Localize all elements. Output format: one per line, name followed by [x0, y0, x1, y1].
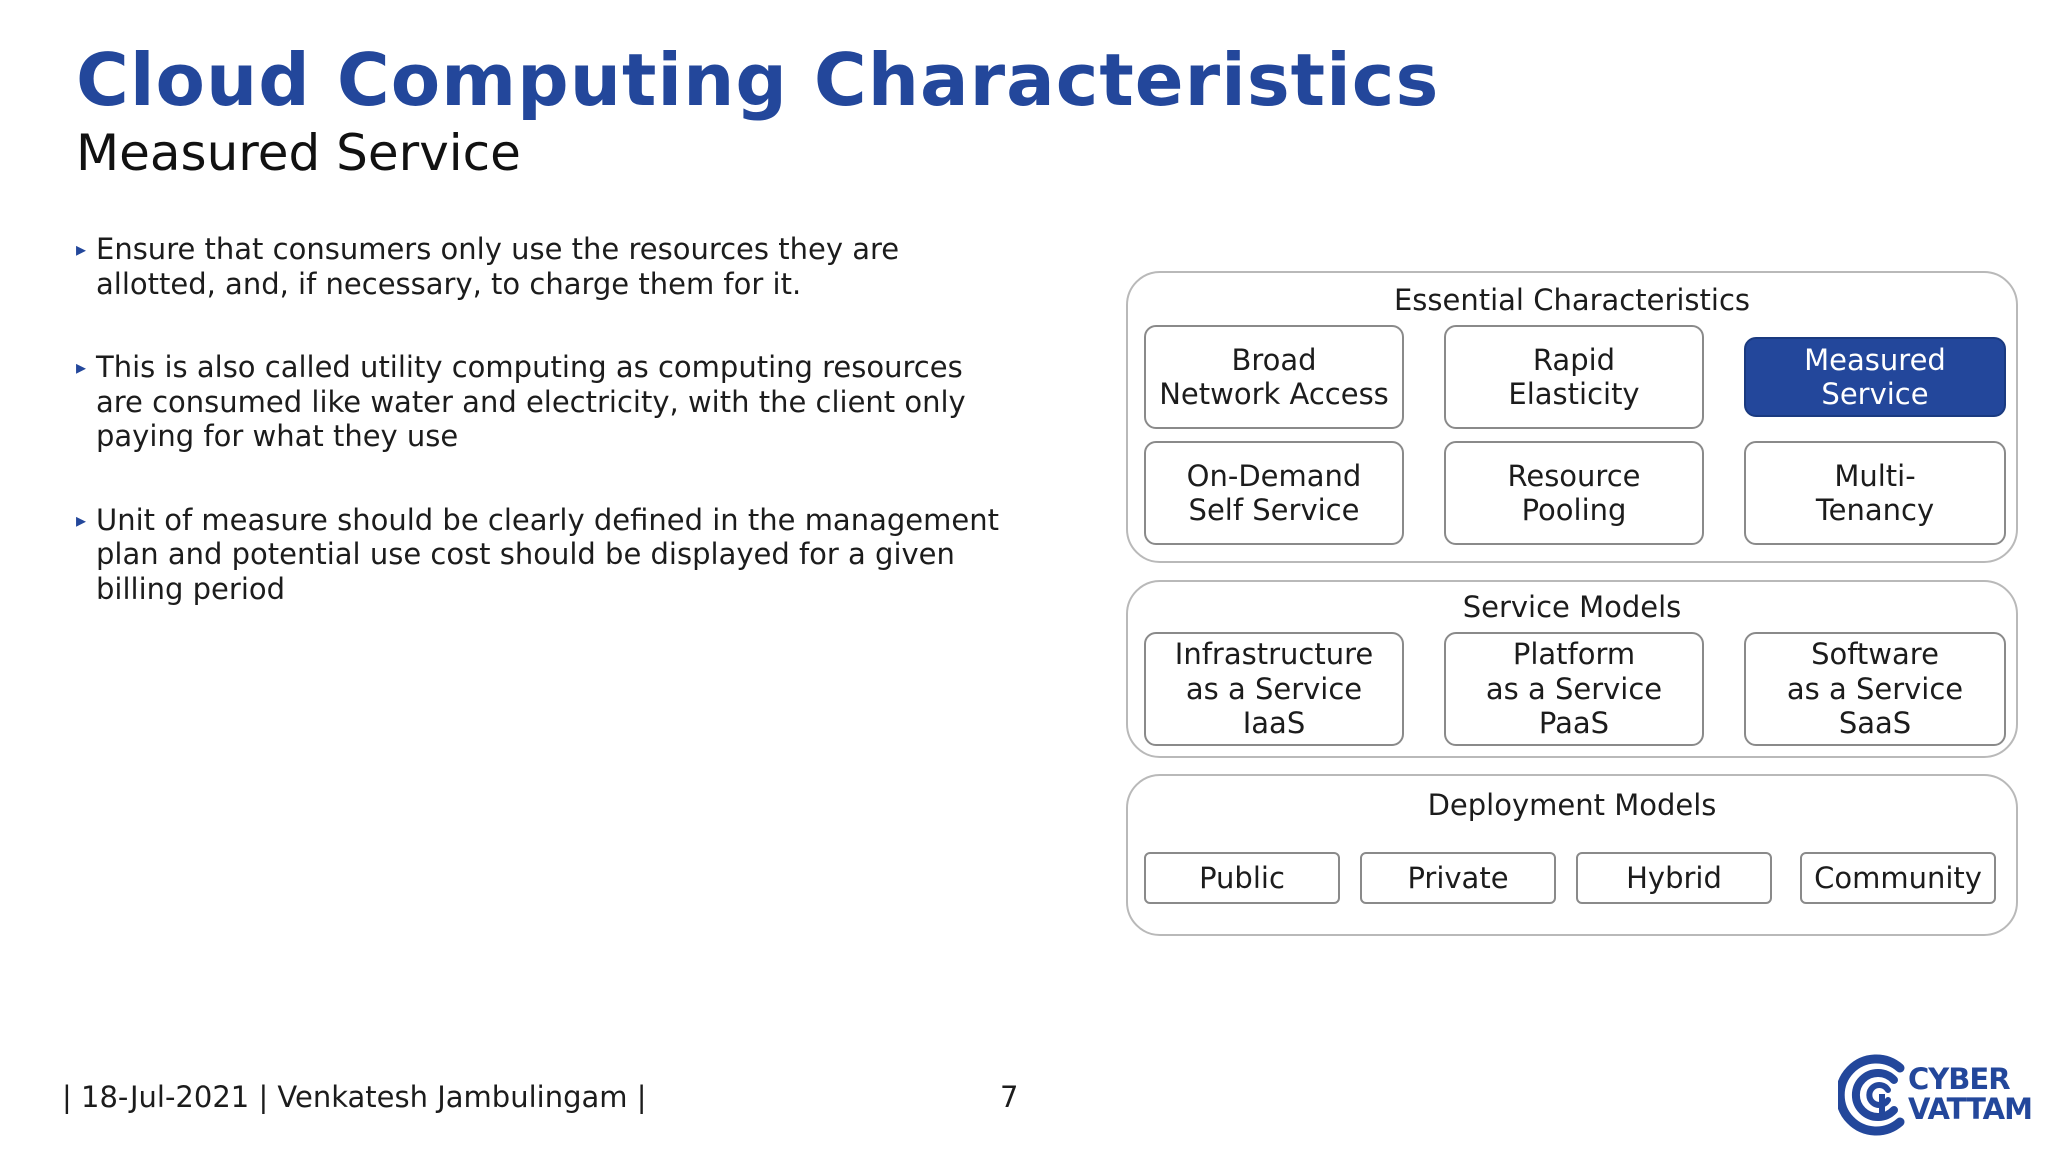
- deployment-community-box: Community: [1800, 852, 1996, 904]
- triangle-bullet-icon: ▸: [76, 237, 87, 261]
- broad-network-access-box: Broad Network Access: [1144, 325, 1404, 429]
- bullet-line: allotted, and, if necessary, to charge t…: [96, 266, 802, 301]
- triangle-bullet-icon: ▸: [76, 355, 87, 379]
- paas-box: Platform as a Service PaaS: [1444, 632, 1704, 746]
- on-demand-self-service-box: On-Demand Self Service: [1144, 441, 1404, 545]
- box-line: as a Service: [1786, 671, 1964, 706]
- box-line: Infrastructure: [1174, 637, 1374, 672]
- box-line: Elasticity: [1508, 377, 1640, 411]
- deployment-hybrid-box: Hybrid: [1576, 852, 1772, 904]
- panel-title: Service Models: [1462, 590, 1682, 624]
- bullet-line: This is also called utility computing as…: [96, 350, 963, 384]
- box-line: Measured: [1804, 342, 1946, 377]
- saas-box: Software as a Service SaaS: [1744, 632, 2006, 746]
- footer-text: | 18-Jul-2021 | Venkatesh Jambulingam |: [62, 1080, 647, 1114]
- box-line: Resource: [1507, 458, 1641, 493]
- box-line: On-Demand: [1186, 458, 1362, 493]
- box-line: Pooling: [1521, 493, 1627, 527]
- box-line: PaaS: [1538, 706, 1610, 741]
- box-line: Multi-: [1834, 458, 1916, 493]
- bullet-line: Ensure that consumers only use the resou…: [96, 232, 900, 266]
- bullet-line: paying for what they use: [96, 419, 459, 453]
- box-line: Network Access: [1159, 377, 1389, 411]
- box-line: as a Service: [1485, 671, 1663, 706]
- slide-title: Cloud Computing Characteristics: [76, 38, 1440, 122]
- box-line: as a Service: [1185, 671, 1363, 706]
- iaas-box: Infrastructure as a Service IaaS: [1144, 632, 1404, 746]
- panel-title: Deployment Models: [1427, 788, 1717, 822]
- deployment-public-box: Public: [1144, 852, 1340, 904]
- triangle-bullet-icon: ▸: [76, 507, 87, 532]
- bullet-item: ▸ Ensure that consumers only use the res…: [76, 232, 1026, 301]
- box-line: Platform: [1512, 637, 1636, 672]
- logo-line-2: VATTAM: [1908, 1092, 2033, 1126]
- bullet-line: are consumed like water and electricity,…: [96, 384, 966, 419]
- multi-tenancy-box: Multi- Tenancy: [1744, 441, 2006, 545]
- box-line: Rapid: [1532, 342, 1616, 377]
- bullet-line: Unit of measure should be clearly define…: [96, 502, 999, 537]
- box-line: IaaS: [1242, 706, 1306, 741]
- box-line: Software: [1811, 637, 1939, 672]
- measured-service-box: Measured Service: [1744, 337, 2006, 417]
- service-models-panel: Service Models Infrastructure as a Servi…: [1126, 580, 2018, 758]
- bullet-line: plan and potential use cost should be di…: [96, 537, 955, 571]
- box-line: Broad: [1231, 342, 1317, 377]
- wifi-signal-icon: [1838, 1054, 1905, 1136]
- bullet-line: billing period: [96, 571, 286, 606]
- page-number: 7: [1000, 1080, 1019, 1114]
- box-line: Tenancy: [1815, 493, 1935, 527]
- panel-title: Essential Characteristics: [1393, 283, 1751, 317]
- resource-pooling-box: Resource Pooling: [1444, 441, 1704, 545]
- essential-characteristics-panel: Essential Characteristics Broad Network …: [1126, 271, 2018, 563]
- box-line: Service: [1821, 377, 1929, 411]
- box-line: Self Service: [1188, 493, 1360, 527]
- cyber-vattam-logo: CYBER VATTAM: [1838, 1050, 2033, 1140]
- box-line: SaaS: [1838, 706, 1912, 741]
- bullet-item: ▸ This is also called utility computing …: [76, 350, 1026, 454]
- logo-line-1: CYBER: [1908, 1062, 2011, 1096]
- rapid-elasticity-box: Rapid Elasticity: [1444, 325, 1704, 429]
- deployment-private-box: Private: [1360, 852, 1556, 904]
- slide-subtitle: Measured Service: [76, 124, 521, 182]
- bullet-list: ▸ Ensure that consumers only use the res…: [76, 232, 1026, 655]
- bullet-item: ▸ Unit of measure should be clearly defi…: [76, 503, 1026, 607]
- deployment-models-panel: Deployment Models Public Private Hybrid …: [1126, 774, 2018, 936]
